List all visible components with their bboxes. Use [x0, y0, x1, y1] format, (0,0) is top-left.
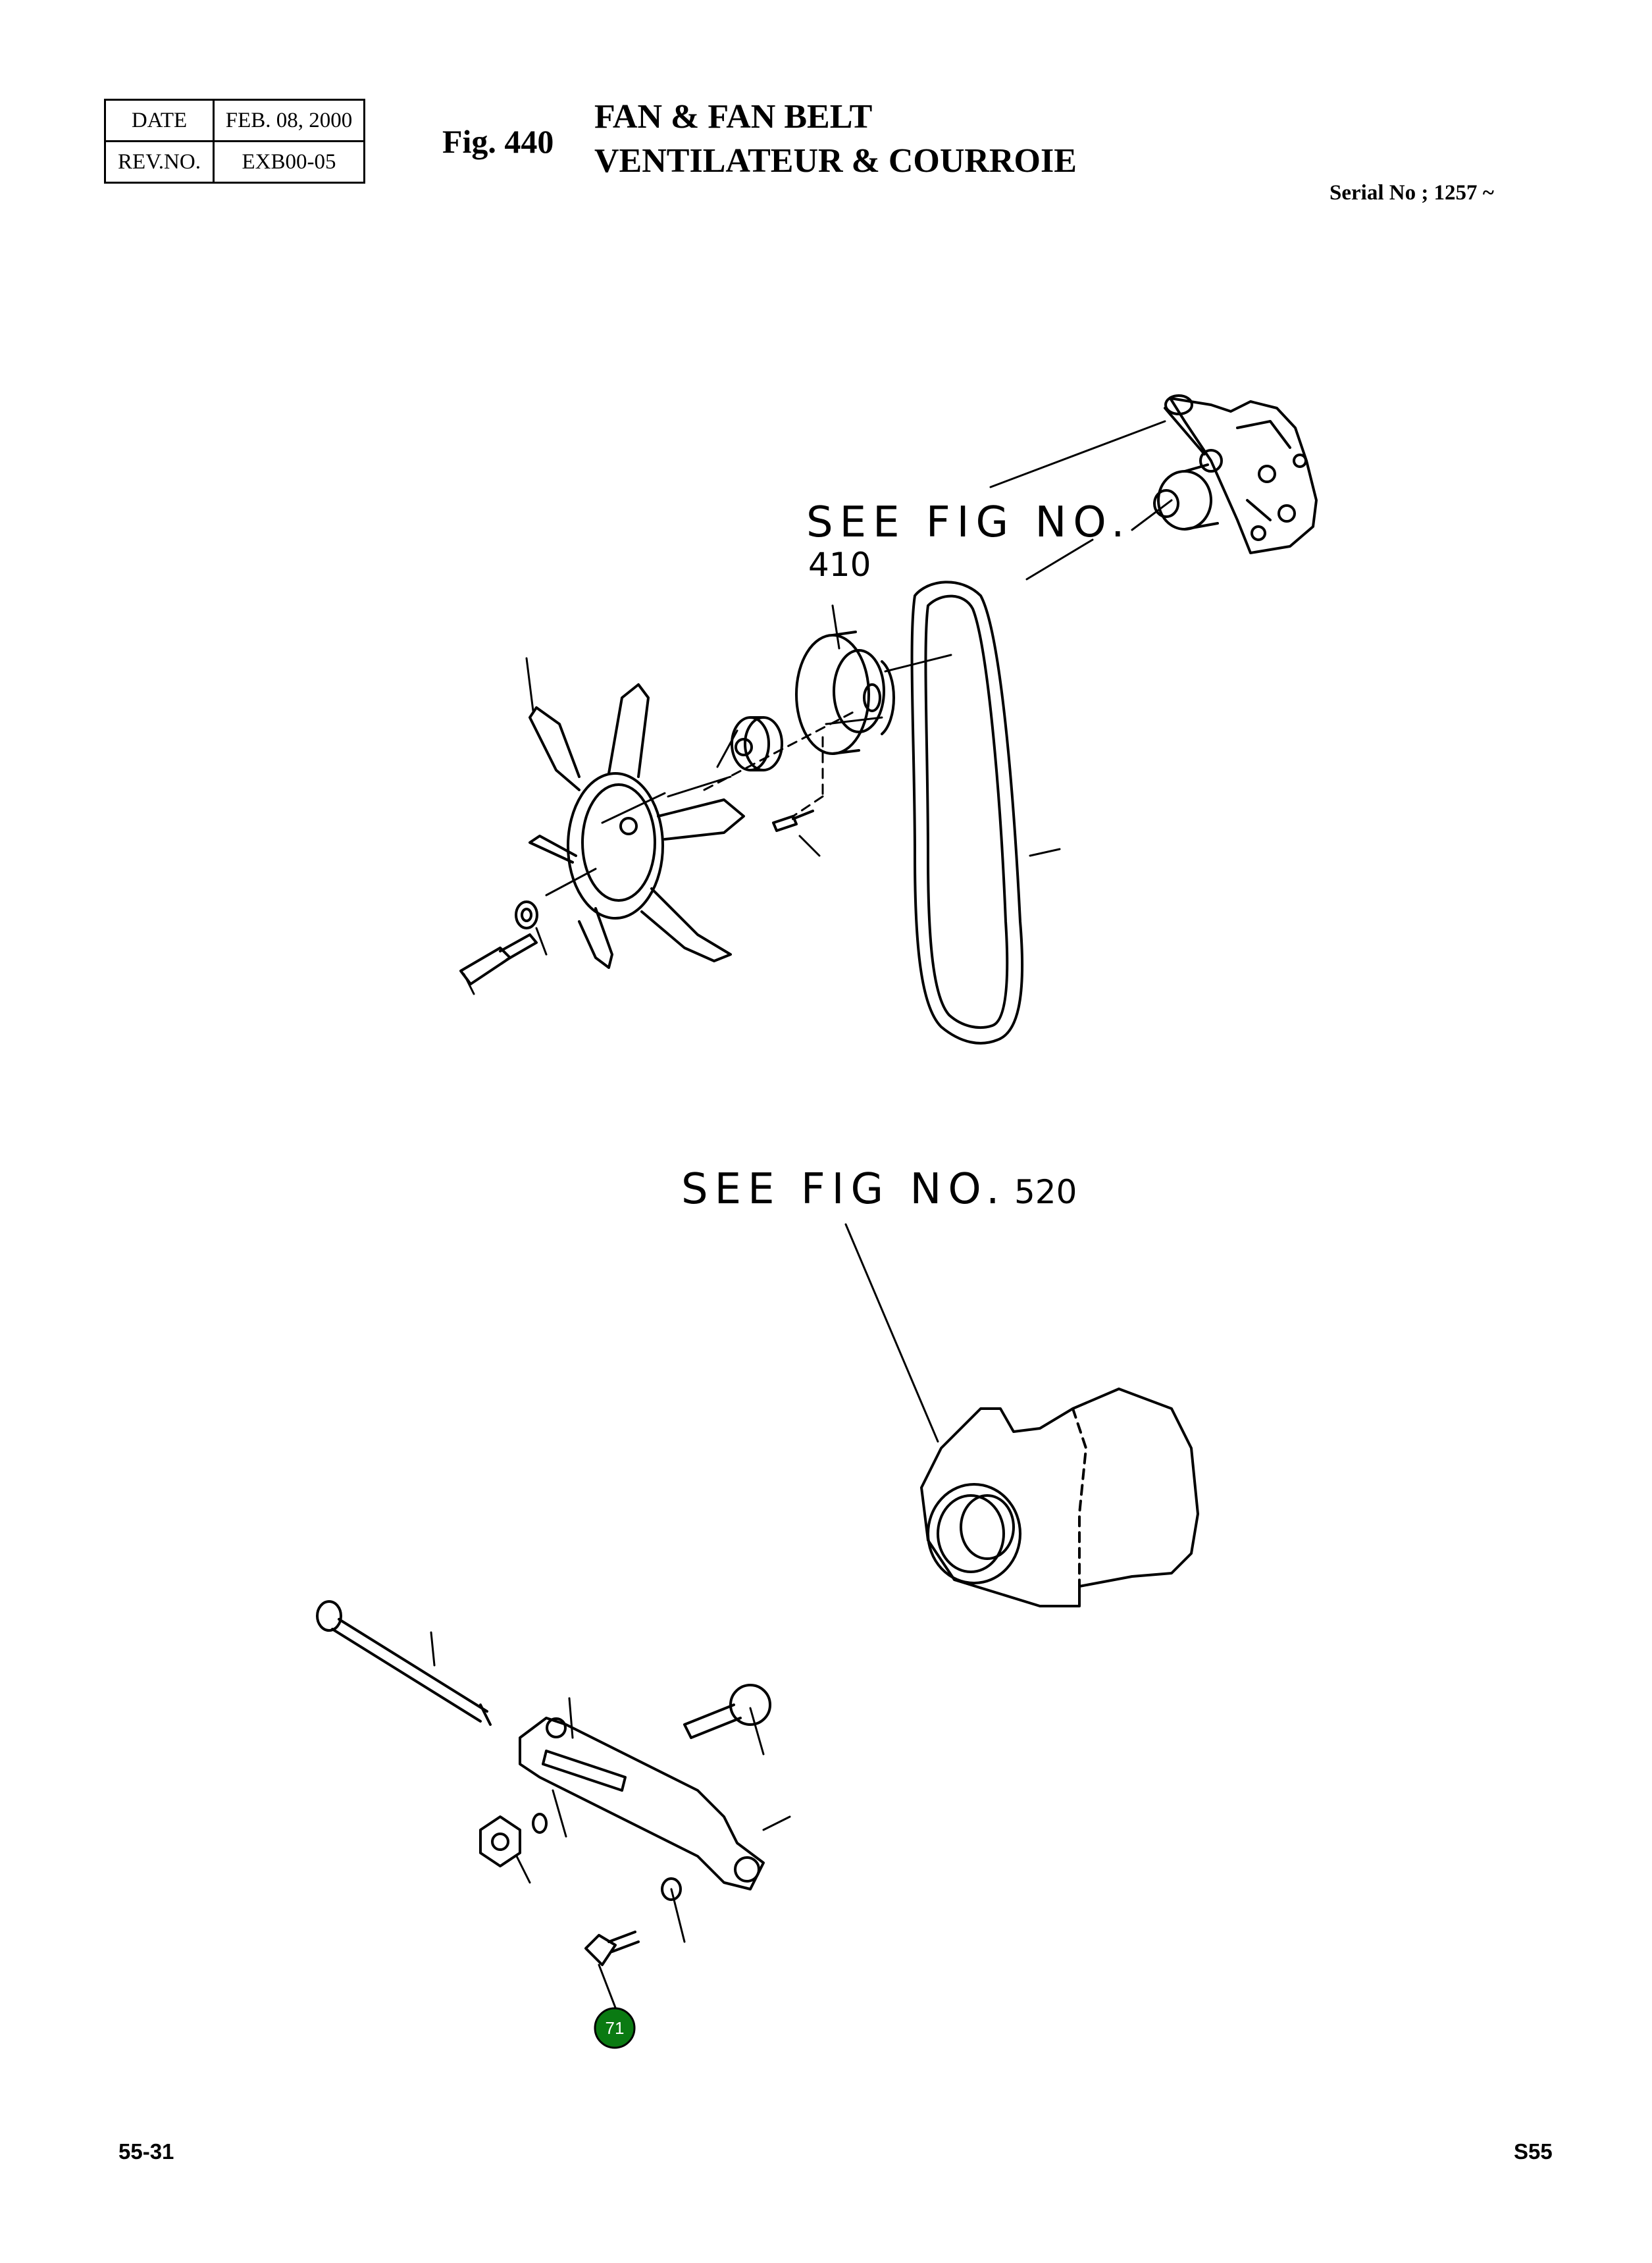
reference-label-top: SEE FIG NO.: [806, 498, 1131, 547]
fan-spacer-drawing: [731, 716, 783, 771]
nut-washer-drawing: [479, 1813, 682, 1901]
fan-pulley-drawing: [795, 631, 896, 755]
rev-row: REV.NO. EXB00-05: [104, 140, 365, 184]
rev-label: REV.NO.: [104, 140, 215, 184]
adjusting-bracket-drawing: [519, 1717, 765, 1890]
reference-label-bottom: SEE FIG NO.: [681, 1165, 1006, 1214]
date-label: DATE: [104, 99, 215, 142]
long-bolt-drawing: [316, 1600, 492, 1726]
reference-number-bottom: 520: [1014, 1173, 1077, 1211]
callout-71[interactable]: 71: [594, 2007, 636, 2049]
fan-belt-drawing: [910, 581, 1024, 1045]
fan-bolt-drawing: [459, 810, 814, 985]
leader-lines: [430, 420, 1173, 2009]
callout-number: 71: [606, 2018, 625, 2038]
date-value: FEB. 08, 2000: [213, 99, 365, 142]
bracket-bolt-drawing: [683, 1684, 771, 1739]
title-french: VENTILATEUR & COURROIE: [594, 142, 1077, 180]
callout-marker[interactable]: [594, 2007, 636, 2049]
assembly-centerline: [703, 710, 857, 818]
revision-table: DATE FEB. 08, 2000 REV.NO. EXB00-05: [104, 99, 365, 184]
reference-number-top: 410: [808, 546, 871, 584]
small-bolt-drawing: [584, 1931, 640, 1966]
figure-number: Fig. 440: [442, 123, 554, 160]
cooling-fan-drawing: [529, 683, 745, 969]
alternator-drawing: [920, 1388, 1199, 1607]
title-english: FAN & FAN BELT: [594, 98, 873, 136]
rev-value: EXB00-05: [213, 140, 365, 184]
page-number-right: S55: [1514, 2139, 1553, 2164]
date-row: DATE FEB. 08, 2000: [104, 99, 365, 142]
water-pump-drawing: [1153, 394, 1318, 554]
page-number-left: 55-31: [118, 2139, 174, 2164]
serial-number: Serial No ; 1257 ~: [1329, 181, 1494, 205]
